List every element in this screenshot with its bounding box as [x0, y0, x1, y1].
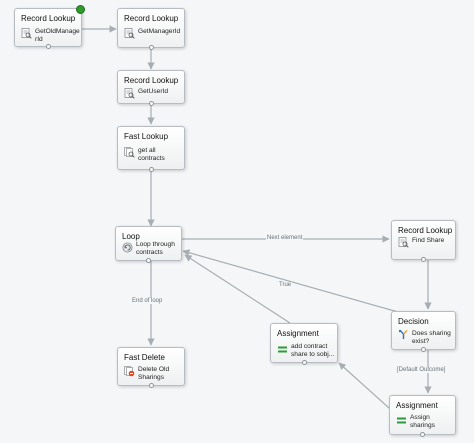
- node-type-label: Fast Lookup: [124, 132, 169, 141]
- node-type-label: Loop: [122, 232, 140, 241]
- record-lookup-icon: [124, 28, 135, 39]
- node-get-old-manager-id[interactable]: Record Lookup GetOldManage rId: [14, 5, 85, 49]
- node-type-label: Record Lookup: [21, 14, 76, 23]
- fast-delete-icon: [124, 366, 135, 377]
- assignment-icon: [397, 417, 406, 424]
- record-lookup-icon: [21, 28, 32, 39]
- connector-label-end-of-loop: End of loop: [131, 298, 164, 304]
- record-lookup-icon: [124, 88, 135, 99]
- connector-port[interactable]: [148, 383, 154, 388]
- node-get-manager-id[interactable]: Record Lookup GetManagerId: [117, 8, 185, 50]
- node-label: Loop through contracts: [136, 241, 175, 256]
- connector-port[interactable]: [301, 360, 307, 365]
- node-get-user-id[interactable]: Record Lookup GetUserId: [117, 70, 185, 106]
- decision-icon: [399, 330, 408, 339]
- connector-label-true: True: [278, 282, 293, 288]
- node-assign-sharings[interactable]: Assignment Assign sharings: [389, 395, 456, 437]
- node-type-label: Assignment: [396, 401, 438, 410]
- connector-addshare-to-loop[interactable]: [184, 254, 291, 324]
- node-label: GetManagerId: [138, 28, 181, 35]
- fast-lookup-icon: [124, 147, 135, 158]
- node-type-label: Record Lookup: [124, 14, 179, 23]
- connector-port[interactable]: [148, 101, 154, 106]
- connector-assign-to-addshare[interactable]: [338, 362, 390, 409]
- connector-port[interactable]: [421, 257, 426, 262]
- node-type-label: Record Lookup: [398, 226, 453, 235]
- node-find-share[interactable]: Record Lookup Find Share: [391, 220, 456, 262]
- connector-port[interactable]: [148, 45, 154, 50]
- connector-port[interactable]: [45, 44, 51, 49]
- connector-port[interactable]: [146, 258, 151, 263]
- record-lookup-icon: [398, 237, 409, 248]
- node-type-label: Fast Delete: [124, 353, 165, 362]
- node-label: Assign sharings: [410, 414, 435, 429]
- node-type-label: Record Lookup: [124, 76, 179, 85]
- connector-port[interactable]: [420, 432, 425, 437]
- node-type-label: Assignment: [277, 329, 319, 338]
- assignment-icon: [278, 346, 287, 353]
- node-label: Find Share: [412, 237, 445, 244]
- connector-port[interactable]: [421, 347, 426, 352]
- connector-port[interactable]: [148, 167, 154, 172]
- node-get-all-contracts[interactable]: Fast Lookup get all contracts: [117, 126, 185, 172]
- loop-icon: [122, 242, 133, 253]
- node-label: Does sharing exist?: [412, 330, 451, 345]
- node-type-label: Decision: [398, 317, 429, 326]
- connector-label-next-element: Next element: [266, 235, 304, 241]
- node-label: add contract share to sobj...: [291, 343, 335, 358]
- node-label: Delete Old Sharings: [138, 366, 170, 381]
- node-delete-old-sharings[interactable]: Fast Delete Delete Old Sharings: [117, 347, 185, 388]
- node-does-sharing-exist[interactable]: Decision Does sharing exist?: [391, 311, 456, 352]
- node-label: GetUserId: [138, 88, 169, 95]
- node-label: get all contracts: [138, 147, 165, 162]
- start-element-icon: [76, 5, 85, 14]
- node-loop-through-contracts[interactable]: Loop Loop through contracts: [115, 226, 182, 263]
- connector-label-default-outcome: [Default Outcome]: [396, 367, 447, 373]
- node-add-contract-share[interactable]: Assignment add contract share to sobj...: [270, 323, 338, 365]
- node-label: GetOldManage rId: [35, 28, 80, 43]
